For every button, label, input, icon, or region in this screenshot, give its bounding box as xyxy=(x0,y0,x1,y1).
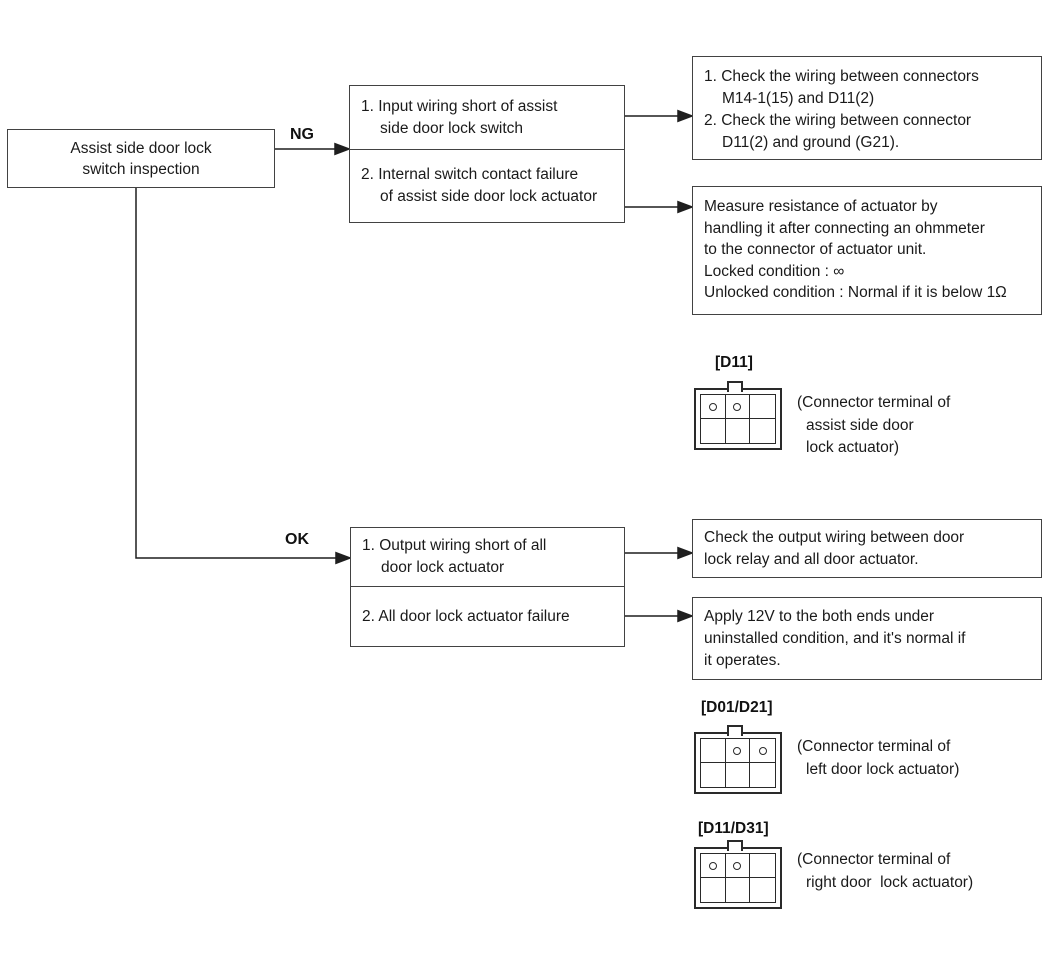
connector-d01-d21-caption: (Connector terminal of left door lock ac… xyxy=(797,736,959,781)
ok-cause-1-line: 1. Output wiring short of all xyxy=(362,537,547,554)
ok-branch-label: OK xyxy=(285,531,309,548)
pin-circle xyxy=(733,861,742,870)
connector-d11-d31-caption: (Connector terminal of right door lock a… xyxy=(797,849,973,894)
ok-cause-2-line: 2. All door lock actuator failure xyxy=(362,607,570,625)
ok-action-2-line: Apply 12V to the both ends under xyxy=(704,608,935,625)
ng-cause-1: 1. Input wiring short of assist side doo… xyxy=(350,86,624,150)
terminal-cell xyxy=(726,763,751,787)
ng-action-2-line: handling it after connecting an ohmmeter xyxy=(704,219,985,237)
pin-circle xyxy=(733,402,742,411)
ok-cause-1: 1. Output wiring short of all door lock … xyxy=(351,528,624,587)
ng-cause-1-line: 1. Input wiring short of assist xyxy=(361,97,558,115)
pin-circle xyxy=(758,746,767,755)
terminal-cell xyxy=(750,739,775,763)
ng-action-1-line: D11(2) and ground (G21). xyxy=(722,134,900,151)
terminal-cell xyxy=(726,419,751,443)
connector-tab xyxy=(727,381,743,392)
ng-branch-label: NG xyxy=(290,126,314,143)
caption-line: (Connector terminal of xyxy=(797,851,951,868)
terminal-cell xyxy=(725,395,751,419)
caption-line: assist side door xyxy=(806,416,914,434)
caption-line: (Connector terminal of xyxy=(797,738,951,755)
ng-action-2-line: Measure resistance of actuator by xyxy=(704,198,938,215)
ng-action-1-line: 1. Check the wiring between connectors xyxy=(704,68,979,85)
terminal-cell xyxy=(701,739,726,763)
connector-d11-label: [D11] xyxy=(715,354,753,371)
ng-action-check-wiring-box: 1. Check the wiring between connectors M… xyxy=(692,56,1042,160)
terminal-cell xyxy=(725,739,751,763)
connector-terminal-grid xyxy=(700,853,776,903)
ng-cause-2-line: of assist side door lock actuator xyxy=(380,188,598,205)
ng-causes-box: 1. Input wiring short of assist side doo… xyxy=(349,85,625,223)
connector-d11-d31-label: [D11/D31] xyxy=(698,820,769,837)
ok-action-1-line: lock relay and all door actuator. xyxy=(704,551,919,568)
terminal-cell xyxy=(750,419,775,443)
caption-line: (Connector terminal of xyxy=(797,394,951,411)
terminal-cell xyxy=(750,763,775,787)
caption-line: lock actuator) xyxy=(806,439,900,456)
start-box-line: Assist side door lock xyxy=(70,139,212,157)
connector-d11-d31-diagram xyxy=(694,840,782,909)
caption-line: left door lock actuator) xyxy=(806,760,960,778)
terminal-cell xyxy=(701,395,726,419)
connector-d01-d21-label: [D01/D21] xyxy=(701,699,773,716)
terminal-cell xyxy=(725,854,751,878)
terminal-cell xyxy=(750,395,775,419)
ok-action-2-line: uninstalled condition, and it's normal i… xyxy=(704,630,966,647)
ng-cause-2: 2. Internal switch contact failure of as… xyxy=(350,150,624,222)
terminal-cell xyxy=(750,854,775,878)
terminal-cell xyxy=(701,419,726,443)
connector-d01-d21-diagram xyxy=(694,725,782,794)
ng-action-2-line: Unlocked condition : Normal if it is bel… xyxy=(704,284,1007,301)
connector-tab xyxy=(727,840,743,851)
pin-circle xyxy=(708,861,717,870)
caption-line: right door lock actuator) xyxy=(806,873,974,891)
connector-terminal-grid xyxy=(700,738,776,788)
ok-cause-2: 2. All door lock actuator failure xyxy=(351,587,624,646)
connector-tab xyxy=(727,725,743,736)
ok-causes-box: 1. Output wiring short of all door lock … xyxy=(350,527,625,647)
terminal-cell xyxy=(726,878,751,902)
ok-cause-1-line: door lock actuator xyxy=(381,559,505,576)
terminal-cell xyxy=(701,854,726,878)
ng-action-1-line: M14-1(15) and D11(2) xyxy=(722,90,875,107)
ng-action-measure-resistance-box: Measure resistance of actuator by handli… xyxy=(692,186,1042,315)
ng-action-2-line: to the connector of actuator unit. xyxy=(704,241,927,258)
ok-action-apply-12v-box: Apply 12V to the both ends under uninsta… xyxy=(692,597,1042,680)
connector-d11-caption: (Connector terminal of assist side door … xyxy=(797,392,950,460)
terminal-cell xyxy=(701,878,726,902)
terminal-cell xyxy=(750,878,775,902)
start-box-line: switch inspection xyxy=(82,160,200,178)
ng-cause-2-line: 2. Internal switch contact failure xyxy=(361,166,579,183)
ok-action-2-line: it operates. xyxy=(704,652,781,669)
pin-circle xyxy=(733,746,742,755)
pin-circle xyxy=(708,402,717,411)
ok-action-check-output-box: Check the output wiring between door loc… xyxy=(692,519,1042,578)
ng-action-1-line: 2. Check the wiring between connector xyxy=(704,112,972,129)
connector-terminal-grid xyxy=(700,394,776,444)
ng-action-2-line: Locked condition : ∞ xyxy=(704,262,845,280)
start-box: Assist side door lock switch inspection xyxy=(7,129,275,188)
terminal-cell xyxy=(701,763,726,787)
connector-d11-diagram xyxy=(694,381,782,450)
ng-cause-1-line: side door lock switch xyxy=(380,119,524,137)
ok-action-1-line: Check the output wiring between door xyxy=(704,529,965,546)
